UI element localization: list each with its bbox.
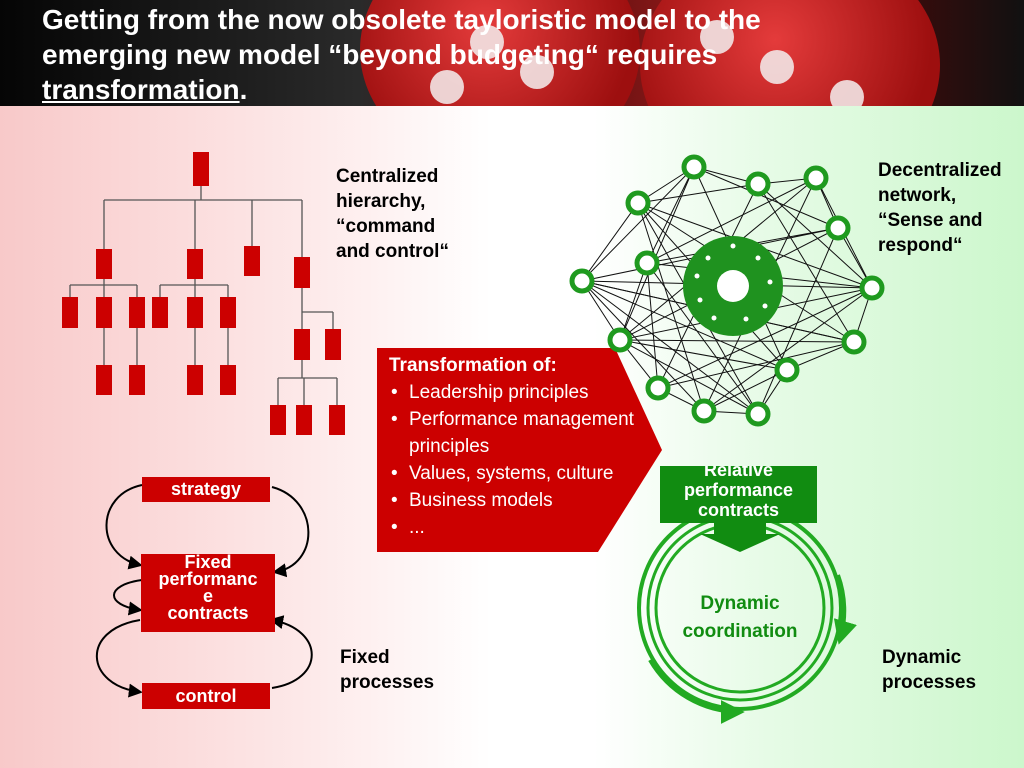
fixed-processes-label: Fixed processes (340, 647, 435, 693)
org-node (220, 365, 236, 395)
transformation-heading: Transformation of: (389, 355, 557, 376)
network-node (569, 268, 595, 294)
network-node (691, 398, 717, 424)
network-node (803, 165, 829, 191)
network-central-hub (683, 236, 783, 336)
network-node (645, 375, 671, 401)
org-node (187, 297, 203, 328)
org-node (96, 249, 112, 279)
dice-image-left (360, 0, 640, 106)
network-node (745, 171, 771, 197)
org-node (329, 405, 345, 435)
network-node (859, 275, 885, 301)
hierarchy-label: Centralized hierarchy, “command and cont… (336, 166, 449, 262)
org-node (244, 246, 260, 276)
hierarchy-lines (69, 186, 338, 406)
network-node (607, 327, 633, 353)
control-box: control (142, 683, 270, 709)
org-node (152, 297, 168, 328)
dynamic-processes-label: Dynamic processes (882, 647, 977, 693)
transformation-item: Leadership principles (391, 379, 644, 406)
fixed-performance-contracts-box: Fixed performanc e contracts (141, 554, 275, 632)
title-banner: Getting from the now obsolete tayloristi… (0, 0, 1024, 106)
strategy-box: strategy (142, 477, 270, 502)
contracts-down-arrow (700, 522, 780, 552)
network-node (625, 190, 651, 216)
network-node (774, 357, 800, 383)
org-node (270, 405, 286, 435)
transformation-item: ... (391, 514, 644, 541)
network-node (634, 250, 660, 276)
org-node (129, 365, 145, 395)
org-node (325, 329, 341, 360)
fixed-process-arrows (95, 484, 313, 698)
transformation-item: Business models (391, 487, 644, 514)
dice-image-right (640, 0, 940, 106)
org-node (296, 405, 312, 435)
network-label: Decentralized network, “Sense and respon… (878, 160, 1002, 256)
network-nodes (569, 154, 885, 427)
transformation-item: Performance management principles (391, 406, 644, 460)
org-node (294, 329, 310, 360)
network-node (745, 401, 771, 427)
network-node (825, 215, 851, 241)
org-node (96, 365, 112, 395)
hierarchy-org-chart (62, 152, 345, 435)
org-node (187, 249, 203, 279)
transformation-item: Values, systems, culture (391, 460, 644, 487)
org-node (62, 297, 78, 328)
network-node (841, 329, 867, 355)
org-node-top (193, 152, 209, 186)
page-title: Getting from the now obsolete tayloristi… (42, 4, 761, 105)
org-node (220, 297, 236, 328)
org-node (187, 365, 203, 395)
relative-performance-contracts-box: Relative performance contracts (660, 466, 817, 523)
dynamic-coordination-label: Dynamic coordination (682, 593, 798, 642)
org-node (294, 257, 310, 288)
transformation-list: Transformation of: Leadership principles… (389, 352, 644, 541)
network-node (681, 154, 707, 180)
org-node (96, 297, 112, 328)
org-node (129, 297, 145, 328)
